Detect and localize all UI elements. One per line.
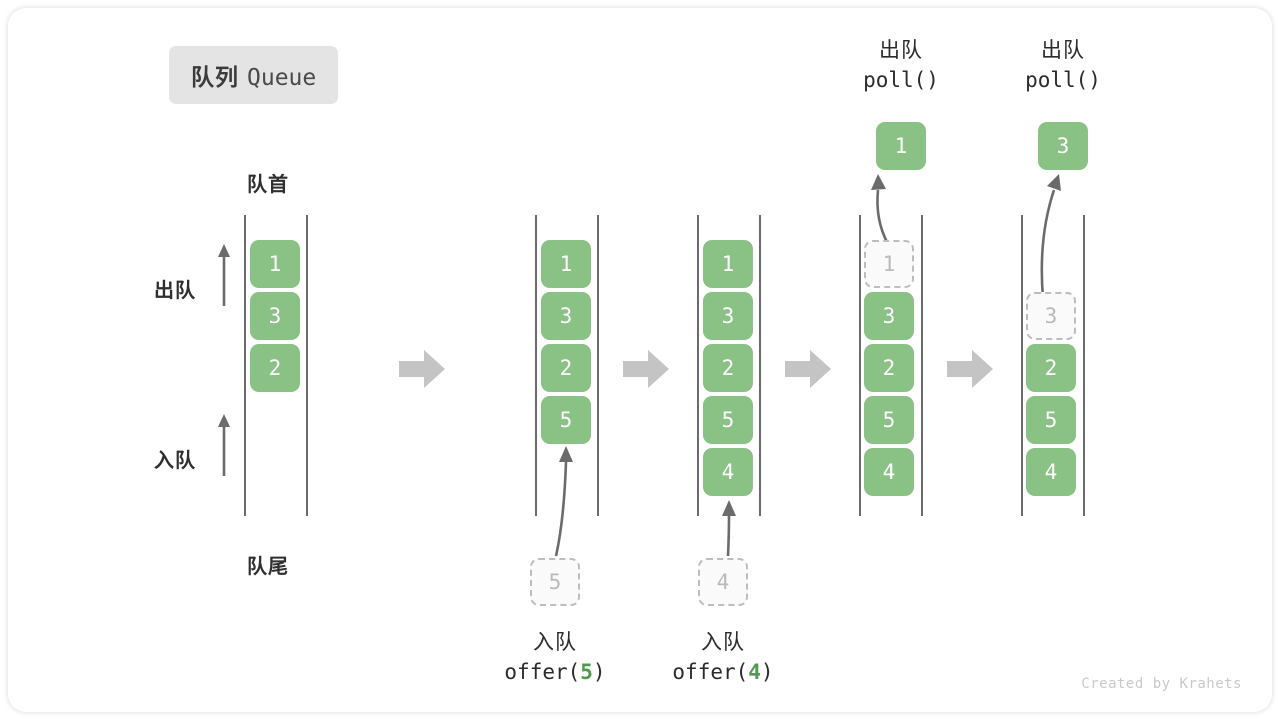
enqueue-label: 入队 [154,450,196,472]
queue-node: 1 [541,240,591,288]
queue-node-new: 4 [703,448,753,496]
poll-pointer-arrow-icon [1016,168,1076,303]
queue-rail-right-col5 [1083,215,1085,516]
queue-node-removed: 3 [1026,292,1076,340]
poll-pointer-arrow-icon [858,168,908,248]
queue-node: 3 [864,292,914,340]
polled-node: 1 [876,122,926,170]
dequeue-arrow-icon [214,242,234,308]
enqueue-pointer-arrow-icon [538,440,588,560]
offer-5-caption-code: offer(5) [485,658,625,688]
queue-node: 2 [1026,344,1076,392]
offer-4-caption-code: offer(4) [653,658,793,688]
incoming-ghost-node: 5 [530,558,580,606]
step-arrow-2-icon [621,346,671,392]
diagram-title-badge: 队列 Queue [169,46,339,104]
queue-node: 3 [541,292,591,340]
enqueue-pointer-arrow-icon [706,494,756,560]
step-arrow-1-icon [397,346,447,392]
queue-tail-label: 队尾 [247,556,289,578]
polled-node: 3 [1038,122,1088,170]
queue-node: 2 [541,344,591,392]
dequeue-label: 出队 [154,280,196,302]
offer-4-fn: offer( [672,659,749,684]
offer-5-caption-cn: 入队 [533,631,577,654]
queue-rail-right-col3 [759,215,761,516]
queue-rail-right-col2 [597,215,599,516]
offer-4-caption: 入队 offer(4) [653,628,793,688]
poll-1-header-cn: 出队 [879,39,923,62]
queue-node: 5 [1026,396,1076,444]
step-arrow-4-icon [945,346,995,392]
queue-rail-left-col2 [535,215,537,516]
queue-rail-right-col1 [306,215,308,516]
queue-rail-left-col3 [697,215,699,516]
queue-rail-right-col4 [921,215,923,516]
poll-3-header: 出队 poll() [998,36,1128,96]
queue-rail-left-col1 [244,215,246,516]
diagram-title-en: Queue [247,65,317,91]
queue-node: 2 [250,344,300,392]
queue-node-removed: 1 [864,240,914,288]
offer-4-fn-end: ) [760,659,774,684]
footer-credit: Created by Krahets [1081,676,1242,692]
offer-5-fn: offer( [504,659,581,684]
queue-node: 2 [703,344,753,392]
queue-node: 5 [864,396,914,444]
offer-5-fn-end: ) [592,659,606,684]
poll-3-header-cn: 出队 [1041,39,1085,62]
poll-1-header: 出队 poll() [836,36,966,96]
poll-3-header-code: poll() [1025,67,1101,92]
queue-slot-empty [1026,240,1076,288]
queue-node: 3 [250,292,300,340]
incoming-ghost-node: 4 [698,558,748,606]
offer-5-caption: 入队 offer(5) [485,628,625,688]
queue-rail-left-col5 [1021,215,1023,516]
queue-node: 3 [703,292,753,340]
step-arrow-3-icon [783,346,833,392]
queue-node: 4 [864,448,914,496]
queue-node: 5 [703,396,753,444]
queue-rail-left-col4 [859,215,861,516]
diagram-card: 队列 Queue 队首 队尾 出队 入队 1 3 2 1 3 2 5 5 [8,8,1272,712]
queue-node-new: 5 [541,396,591,444]
offer-4-num: 4 [748,659,761,684]
queue-head-label: 队首 [247,174,289,196]
poll-1-header-code: poll() [863,67,939,92]
offer-5-num: 5 [580,659,593,684]
enqueue-arrow-icon [214,412,234,478]
queue-node: 1 [250,240,300,288]
diagram-title-cn: 队列 [191,64,239,90]
queue-node: 4 [1026,448,1076,496]
queue-node: 1 [703,240,753,288]
offer-4-caption-cn: 入队 [701,631,745,654]
queue-node: 2 [864,344,914,392]
